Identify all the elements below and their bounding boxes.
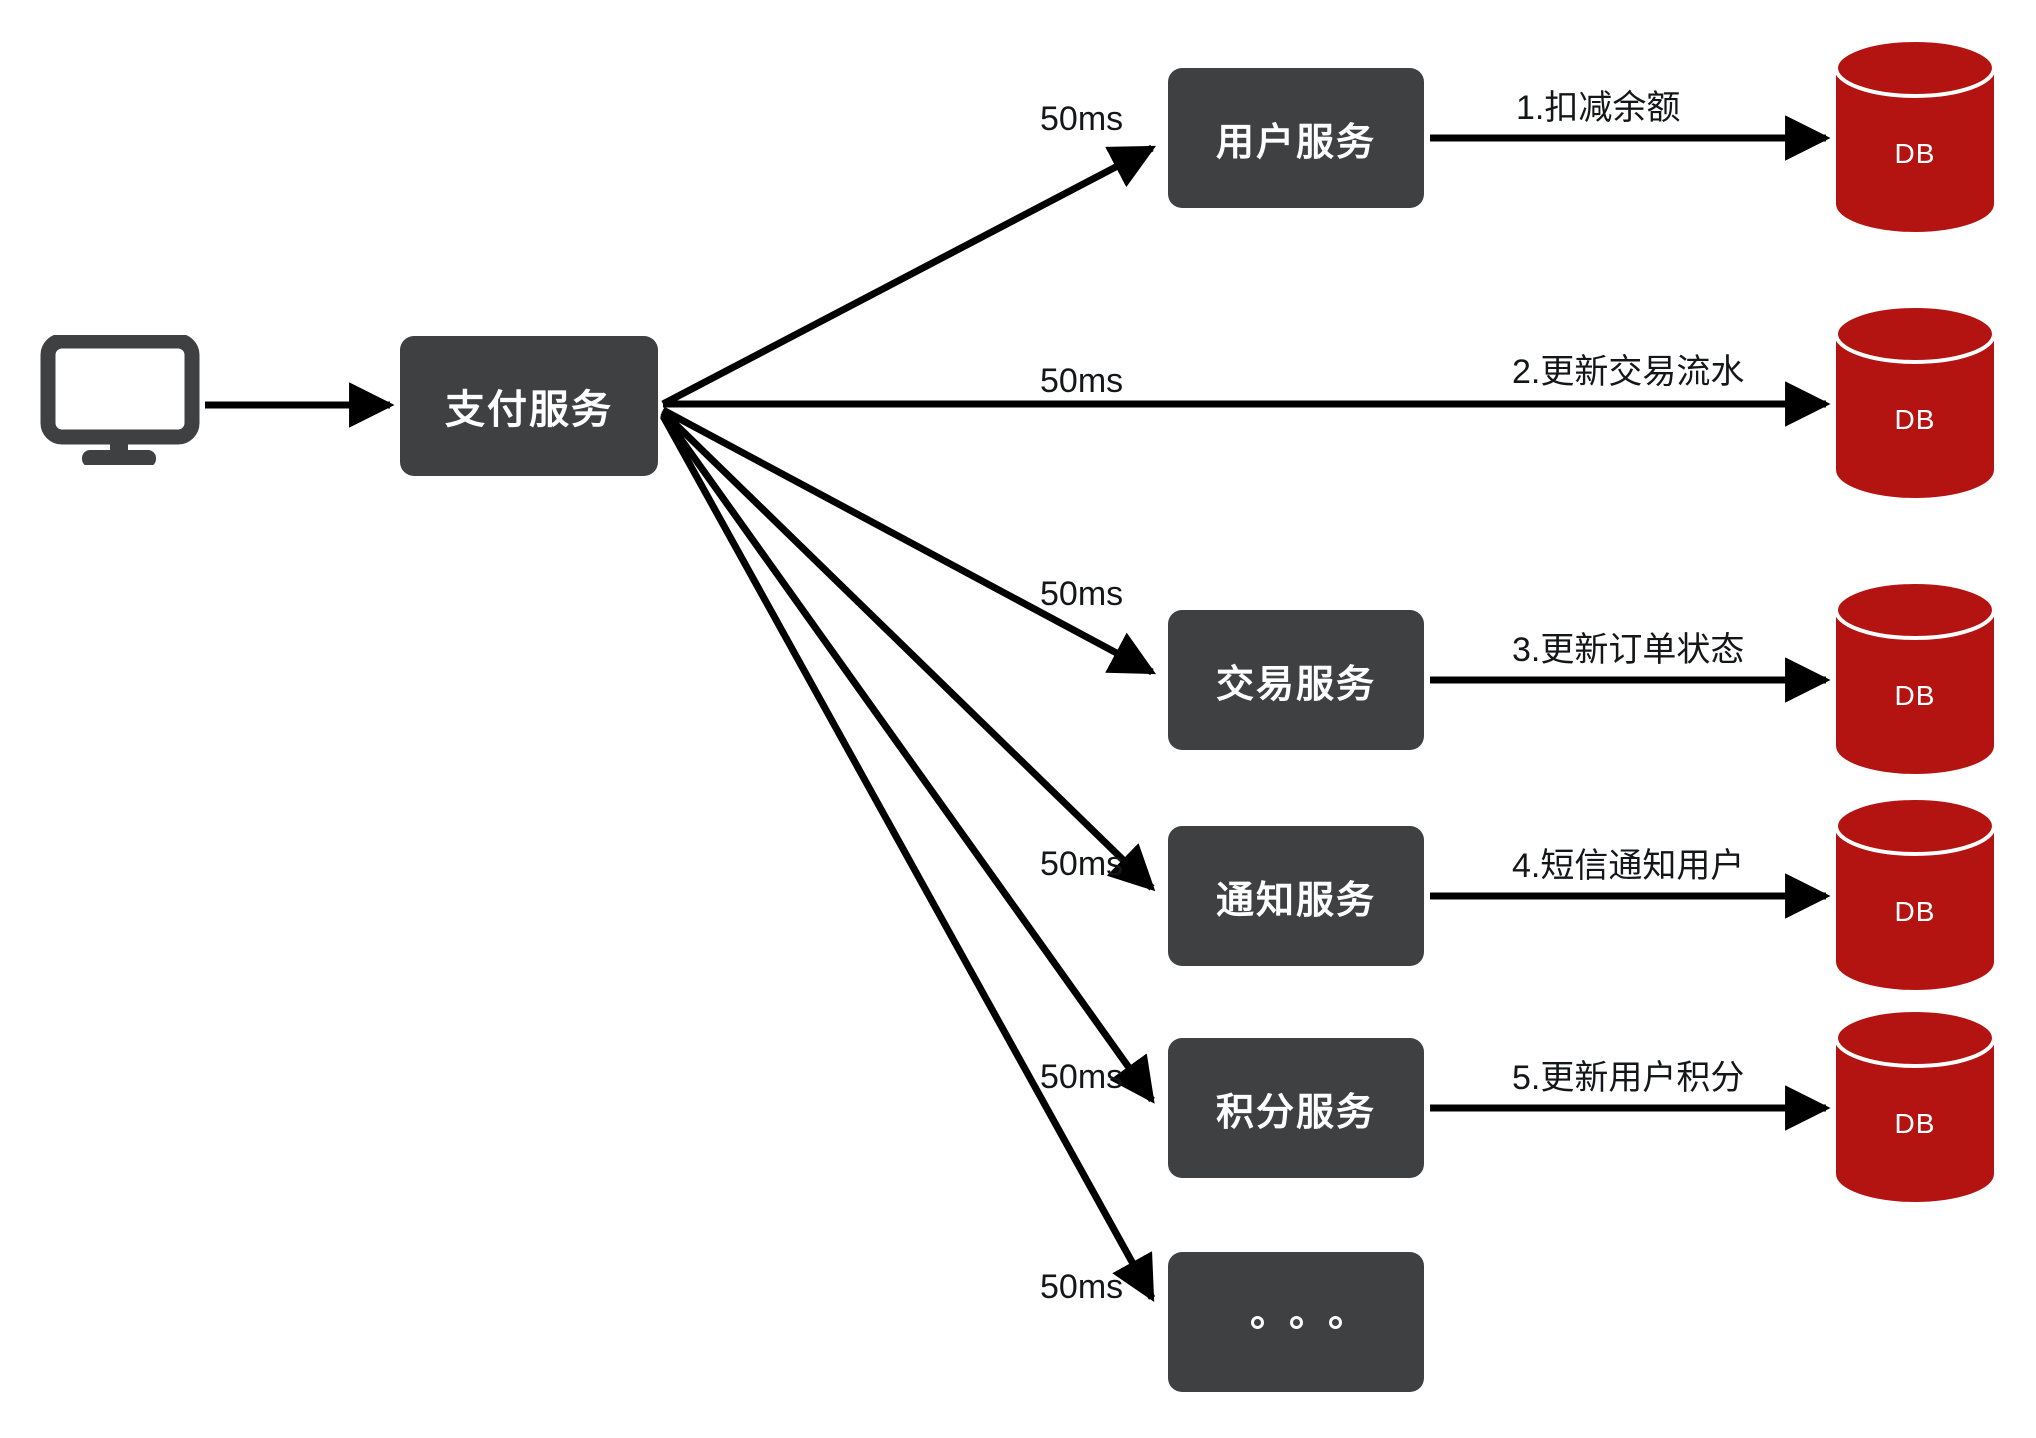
node-trade-service[interactable]: 交易服务 (1168, 610, 1424, 750)
db-cylinder-row-4[interactable]: DB (1832, 796, 1998, 992)
edge-label-row-2: 2.更新交易流水 (1512, 353, 1745, 391)
node-trade-service-label: 交易服务 (1215, 663, 1376, 706)
edge-payment-to-more-service (659, 414, 1156, 1302)
latency-label-row-3: 50ms (1040, 575, 1124, 613)
edge-label-row-5: 5.更新用户积分 (1512, 1059, 1745, 1097)
node-payment-service[interactable]: 支付服务 (400, 336, 658, 476)
db-cylinder-row-3[interactable]: DB (1832, 580, 1998, 776)
monitor-icon (40, 335, 200, 465)
edge-payment-to-trade-service (661, 406, 1157, 676)
db-label-row-2: DB (1894, 404, 1936, 435)
latency-label-row-4: 50ms (1040, 845, 1124, 883)
ellipsis-dot-icon (1250, 1315, 1264, 1329)
node-user-service[interactable]: 用户服务 (1168, 68, 1424, 208)
db-label-row-4: DB (1894, 896, 1936, 927)
db-label-row-3: DB (1894, 680, 1936, 711)
node-more-services[interactable] (1168, 1252, 1424, 1392)
node-user-service-label: 用户服务 (1215, 121, 1376, 164)
edge-payment-to-user-service (661, 144, 1157, 408)
ellipsis-dot-icon (1289, 1315, 1303, 1329)
latency-label-row-1: 50ms (1040, 100, 1124, 138)
node-payment-service-label: 支付服务 (445, 388, 613, 432)
node-notify-service[interactable]: 通知服务 (1168, 826, 1424, 966)
edge-label-row-4: 4.短信通知用户 (1512, 847, 1745, 885)
db-cylinder-row-1[interactable]: DB (1832, 38, 1998, 234)
db-label-row-5: DB (1894, 1108, 1936, 1139)
latency-label-row-6: 50ms (1040, 1268, 1124, 1306)
edge-payment-to-points-service (660, 411, 1155, 1104)
edge-label-row-1: 1.扣减余额 (1516, 89, 1681, 127)
ellipsis-dot-icon (1328, 1315, 1342, 1329)
db-label-row-1: DB (1894, 138, 1936, 169)
db-cylinder-row-5[interactable]: DB (1832, 1008, 1998, 1204)
edge-payment-to-notify-service (660, 409, 1156, 892)
latency-label-row-2: 50ms (1040, 362, 1124, 400)
db-cylinder-row-2[interactable]: DB (1832, 304, 1998, 500)
latency-label-row-5: 50ms (1040, 1058, 1124, 1096)
node-points-service-label: 积分服务 (1215, 1091, 1376, 1134)
node-points-service[interactable]: 积分服务 (1168, 1038, 1424, 1178)
edge-label-row-3: 3.更新订单状态 (1512, 631, 1745, 669)
node-notify-service-label: 通知服务 (1215, 879, 1376, 922)
